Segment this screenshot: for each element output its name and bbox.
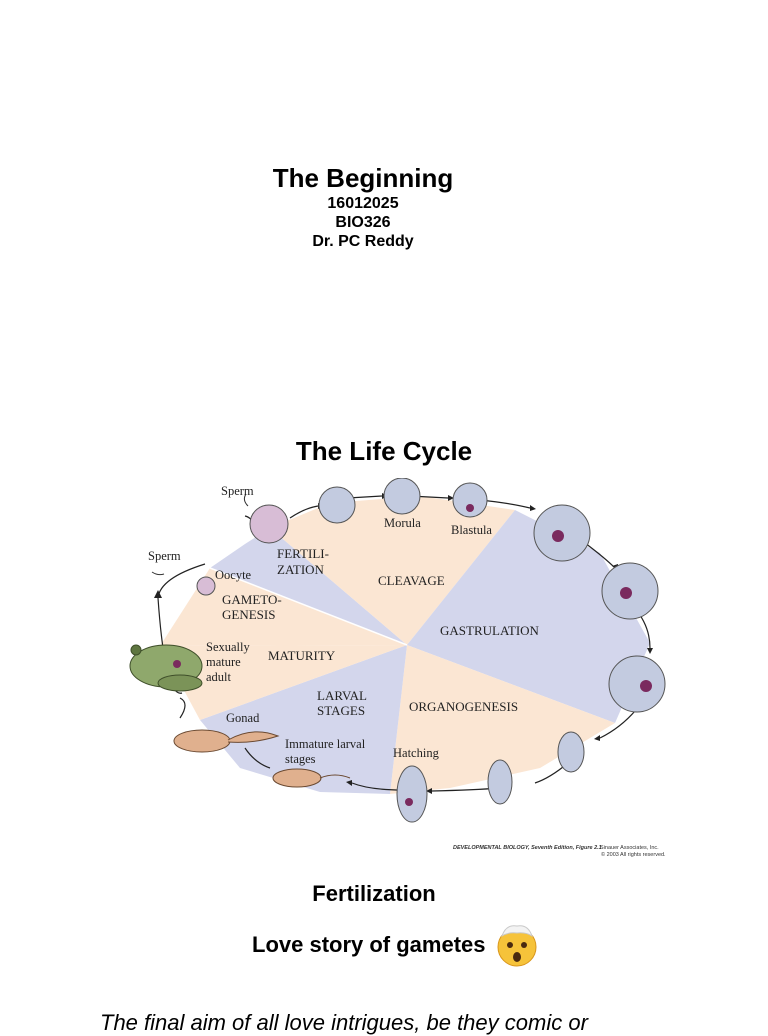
figure-credit-publisher: Sinauer Associates, Inc.: [600, 845, 659, 851]
stage-label-organogenesis: ORGANOGENESIS: [409, 699, 518, 714]
gastrula-icon-3: [608, 655, 666, 713]
label-hatching: Hatching: [393, 746, 440, 760]
sperm-icon: [243, 493, 249, 507]
label-sperm-left: Sperm: [148, 549, 181, 563]
zygote-icon: [318, 486, 356, 524]
label-adult-3: adult: [206, 670, 232, 684]
page-title: The Beginning: [272, 163, 454, 193]
body-quote: The final aim of all love intrigues, be …: [100, 1010, 588, 1035]
stage-label-cleavage: CLEAVAGE: [378, 573, 445, 588]
instructor-name: Dr. PC Reddy: [312, 233, 414, 250]
hatching-embryo-icon: [396, 765, 428, 823]
gastrulation-sector: [407, 510, 650, 723]
label-sperm-top: Sperm: [221, 484, 254, 498]
neurula-icon: [557, 731, 585, 773]
life-cycle-figure: FERTILI- ZATION CLEAVAGE GASTRULATION OR…: [129, 478, 666, 858]
label-immature-1: Immature larval: [285, 737, 366, 751]
gametogenesis-sector: [160, 568, 407, 646]
label-morula: Morula: [384, 516, 421, 530]
tadpole-icon-large: [173, 729, 280, 753]
egg-icon: [249, 504, 289, 544]
morula-icon: [383, 478, 421, 515]
maturity-sector: [160, 645, 407, 720]
label-immature-2: stages: [285, 752, 316, 766]
stage-label-fertilization-2: ZATION: [277, 562, 325, 577]
section-heading: Fertilization: [312, 881, 436, 906]
fertilization-sector: [210, 528, 407, 645]
subheading-text: Love story of gametes: [252, 932, 486, 957]
blastula-icon: [452, 482, 488, 518]
sperm-icon-left: [151, 571, 165, 576]
cleavage-sector: [270, 496, 515, 645]
label-adult-1: Sexually: [206, 640, 250, 654]
label-oocyte: Oocyte: [215, 568, 252, 582]
figure-credit-rights: © 2003 All rights reserved.: [601, 851, 666, 858]
label-adult-2: mature: [206, 655, 241, 669]
course-code: BIO326: [335, 214, 391, 231]
stage-label-larval-1: LARVAL: [317, 688, 367, 703]
stage-label-fertilization-1: FERTILI-: [277, 546, 329, 561]
label-gonad: Gonad: [226, 711, 260, 725]
frog-icon: [129, 644, 203, 692]
tailbud-icon: [487, 759, 513, 805]
stage-label-gastrulation: GASTRULATION: [440, 623, 540, 638]
stage-label-larval-2: STAGES: [317, 703, 365, 718]
life-cycle-heading: The Life Cycle: [295, 436, 473, 466]
stage-label-gametogenesis-2: GENESIS: [222, 607, 275, 622]
oocyte-icon: [196, 576, 216, 596]
date-text: 16012025: [327, 195, 399, 212]
label-blastula: Blastula: [451, 523, 492, 537]
subheading-row: Love story of gametes: [252, 922, 540, 968]
stage-label-maturity: MATURITY: [268, 648, 336, 663]
stage-label-gametogenesis-1: GAMETO-: [222, 592, 282, 607]
tadpole-icon-small: [272, 768, 351, 788]
exploding-head-icon: [497, 925, 537, 967]
figure-credit-source: DEVELOPMENTAL BIOLOGY, Seventh Edition, …: [453, 845, 602, 851]
